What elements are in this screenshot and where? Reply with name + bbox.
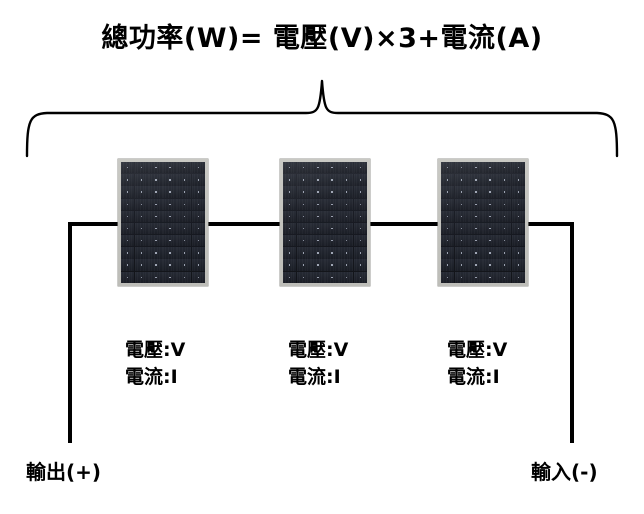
input-terminal-label: 輸入(-)	[531, 460, 598, 484]
panel-cell-grid	[121, 162, 205, 283]
array-span-brace	[25, 79, 619, 158]
panel-1-current: 電流:I	[125, 365, 178, 388]
panel-1-specs: 電壓:V 電流:I	[125, 337, 185, 391]
wire-input-lead	[527, 222, 574, 443]
panel-cell-grid	[441, 162, 525, 283]
panel-2-specs: 電壓:V 電流:I	[288, 337, 348, 391]
panel-2-voltage: 電壓:V	[288, 339, 349, 361]
panel-3-current: 電流:I	[447, 365, 500, 388]
total-power-formula: 總功率(W)= 電壓(V)×3+電流(A)	[101, 23, 543, 54]
solar-panel-1[interactable]	[118, 159, 208, 286]
solar-panel-3[interactable]	[438, 159, 528, 286]
solar-panel-2[interactable]	[280, 159, 370, 286]
panel-3-voltage: 電壓:V	[447, 339, 508, 361]
panel-3-specs: 電壓:V 電流:I	[447, 337, 507, 391]
output-terminal-label: 輸出(+)	[26, 460, 102, 484]
wire-output-lead	[68, 222, 118, 443]
panel-1-voltage: 電壓:V	[125, 339, 186, 361]
panel-2-current: 電流:I	[288, 365, 341, 388]
panel-cell-grid	[283, 162, 367, 283]
